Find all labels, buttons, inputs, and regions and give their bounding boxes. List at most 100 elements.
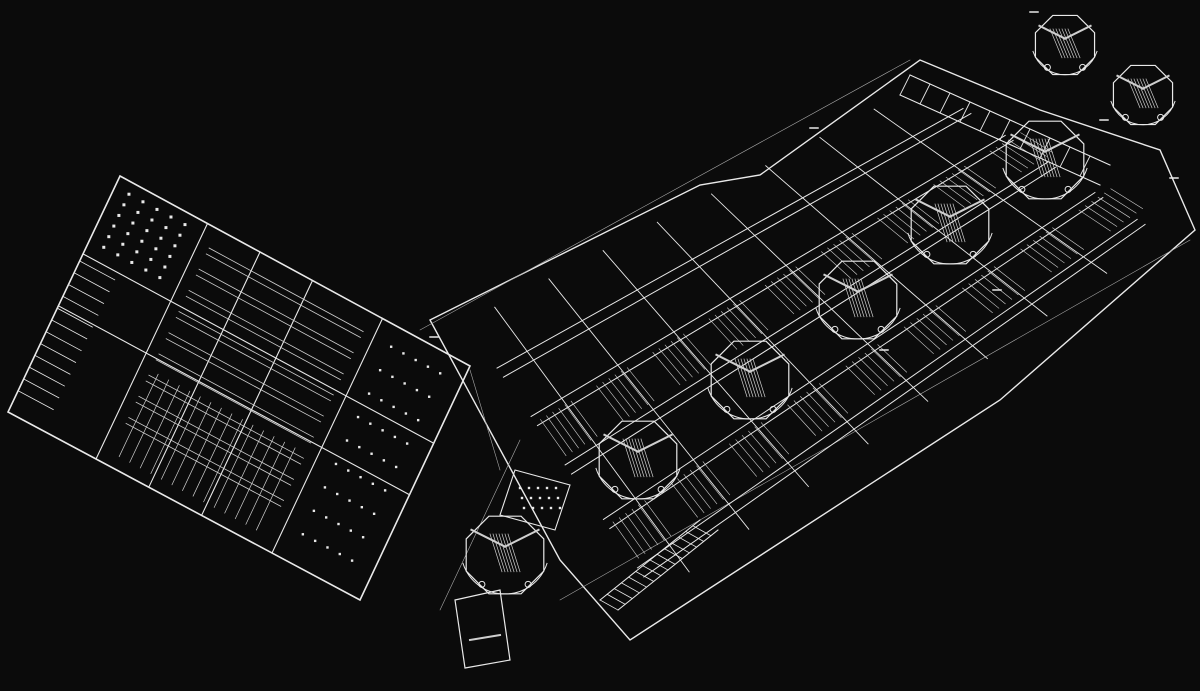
west-hall-dot xyxy=(383,489,387,492)
hatch-block xyxy=(964,165,996,189)
west-hall xyxy=(6,174,472,602)
west-hall-stall-hatch xyxy=(129,379,170,463)
pavilion-core-hatch xyxy=(1058,28,1072,59)
southeast-rows xyxy=(599,519,719,611)
cross-bay-4 xyxy=(656,221,869,445)
entry-court-dot xyxy=(545,486,549,490)
corridor-edge-2b xyxy=(570,166,1057,475)
hatch-block xyxy=(720,311,750,342)
hatch-block xyxy=(951,173,984,197)
west-hall-dot xyxy=(334,462,338,466)
west-hall-stall-row xyxy=(168,332,324,417)
pavilion-core-hatch xyxy=(637,438,651,478)
corridor-edge-4 xyxy=(636,218,1138,569)
pavilion-core-hatch xyxy=(943,203,957,243)
pavilion-core-hatch xyxy=(625,438,639,478)
pavilions xyxy=(462,14,1176,595)
pavilion-column xyxy=(1157,113,1165,121)
row-cell xyxy=(635,570,655,582)
hatch-block xyxy=(644,500,672,537)
hatch-block xyxy=(889,210,921,236)
hatch-block xyxy=(903,326,934,355)
pavilion-arc xyxy=(907,232,993,265)
hatch-block xyxy=(664,344,693,378)
corridor-edge-3b xyxy=(609,196,1104,530)
hatch-block xyxy=(631,508,659,546)
west-hall-dot xyxy=(405,442,409,445)
strip-cell-wall xyxy=(919,83,931,105)
west-hall-column xyxy=(130,260,134,264)
hatch-block xyxy=(625,513,652,550)
hatch-block xyxy=(1001,143,1035,165)
west-hall-column xyxy=(112,224,116,228)
pavilion-column xyxy=(1079,63,1087,71)
hatch-block xyxy=(1078,209,1111,232)
west-hall-stall-row xyxy=(145,380,302,465)
west-hall-column xyxy=(140,239,144,243)
hatch-block xyxy=(1052,227,1085,250)
west-hall-stall-row xyxy=(158,353,314,438)
hatch-block xyxy=(689,469,718,505)
pavilion-core-hatch xyxy=(507,533,521,573)
hatch-block xyxy=(1045,231,1078,255)
west-hall-dot xyxy=(336,492,339,496)
strip-cell-wall xyxy=(1079,155,1091,177)
hatch-block xyxy=(901,203,933,228)
west-hall-column xyxy=(168,254,172,258)
west-hall-column xyxy=(150,218,154,222)
west-hall-dot xyxy=(380,399,383,402)
main-complex-outline xyxy=(429,59,1196,641)
strip-cell-wall xyxy=(1019,128,1031,150)
west-hall-stall-hatch xyxy=(192,413,233,497)
hatch-block xyxy=(783,273,813,303)
west-hall-column xyxy=(135,250,139,254)
hatch-block xyxy=(670,340,699,374)
hatch-block xyxy=(957,169,990,193)
pavilion-column xyxy=(657,485,665,493)
west-hall-dot xyxy=(371,482,375,485)
west-hall-cell xyxy=(79,260,116,281)
row-cell xyxy=(606,593,626,605)
hatch-block xyxy=(858,357,888,387)
hatch-block xyxy=(760,422,790,455)
entry-court-dot xyxy=(536,486,540,490)
pavilion-wing xyxy=(636,433,673,453)
hatch-block xyxy=(602,381,630,417)
west-hall-column xyxy=(155,207,159,211)
pavilion-core-hatch xyxy=(498,533,512,573)
row-cell xyxy=(649,559,669,571)
west-hall-stall-row xyxy=(205,253,361,338)
pavilion-column xyxy=(1064,185,1072,193)
entry-court-dot xyxy=(540,506,544,510)
site-reference-line xyxy=(419,59,911,331)
west-hall-stall-hatch xyxy=(160,396,201,480)
pavilion-core-hatch xyxy=(752,358,766,398)
west-hall-column xyxy=(102,245,106,249)
hatch-block xyxy=(787,404,816,436)
hatch-block xyxy=(939,180,972,204)
hatch-block xyxy=(770,281,801,311)
west-hall-stall-hatch xyxy=(224,430,264,514)
west-hall-dot xyxy=(381,429,384,432)
hatch-block xyxy=(877,217,909,244)
west-hall-cell xyxy=(28,366,65,387)
west-hall-column xyxy=(121,242,125,246)
hatch-block xyxy=(696,465,724,500)
pavilion-core-hatch xyxy=(937,203,951,243)
west-hall-column xyxy=(144,268,148,272)
pavilion-core-hatch xyxy=(501,533,515,573)
hatch-block xyxy=(677,478,705,514)
entry-court-dot xyxy=(518,486,522,490)
west-hall-wall-2 xyxy=(200,279,314,517)
west-hall-column xyxy=(154,247,158,251)
pavilion-wing xyxy=(915,198,952,218)
site-reference-line xyxy=(469,369,501,471)
hatch-block xyxy=(907,199,940,224)
west-hall-stall-hatch xyxy=(213,424,254,508)
entry-court-dot xyxy=(556,496,560,500)
west-hall-dot xyxy=(367,392,371,395)
pavilion-core-hatch xyxy=(1145,78,1159,109)
row-cell xyxy=(620,582,640,594)
